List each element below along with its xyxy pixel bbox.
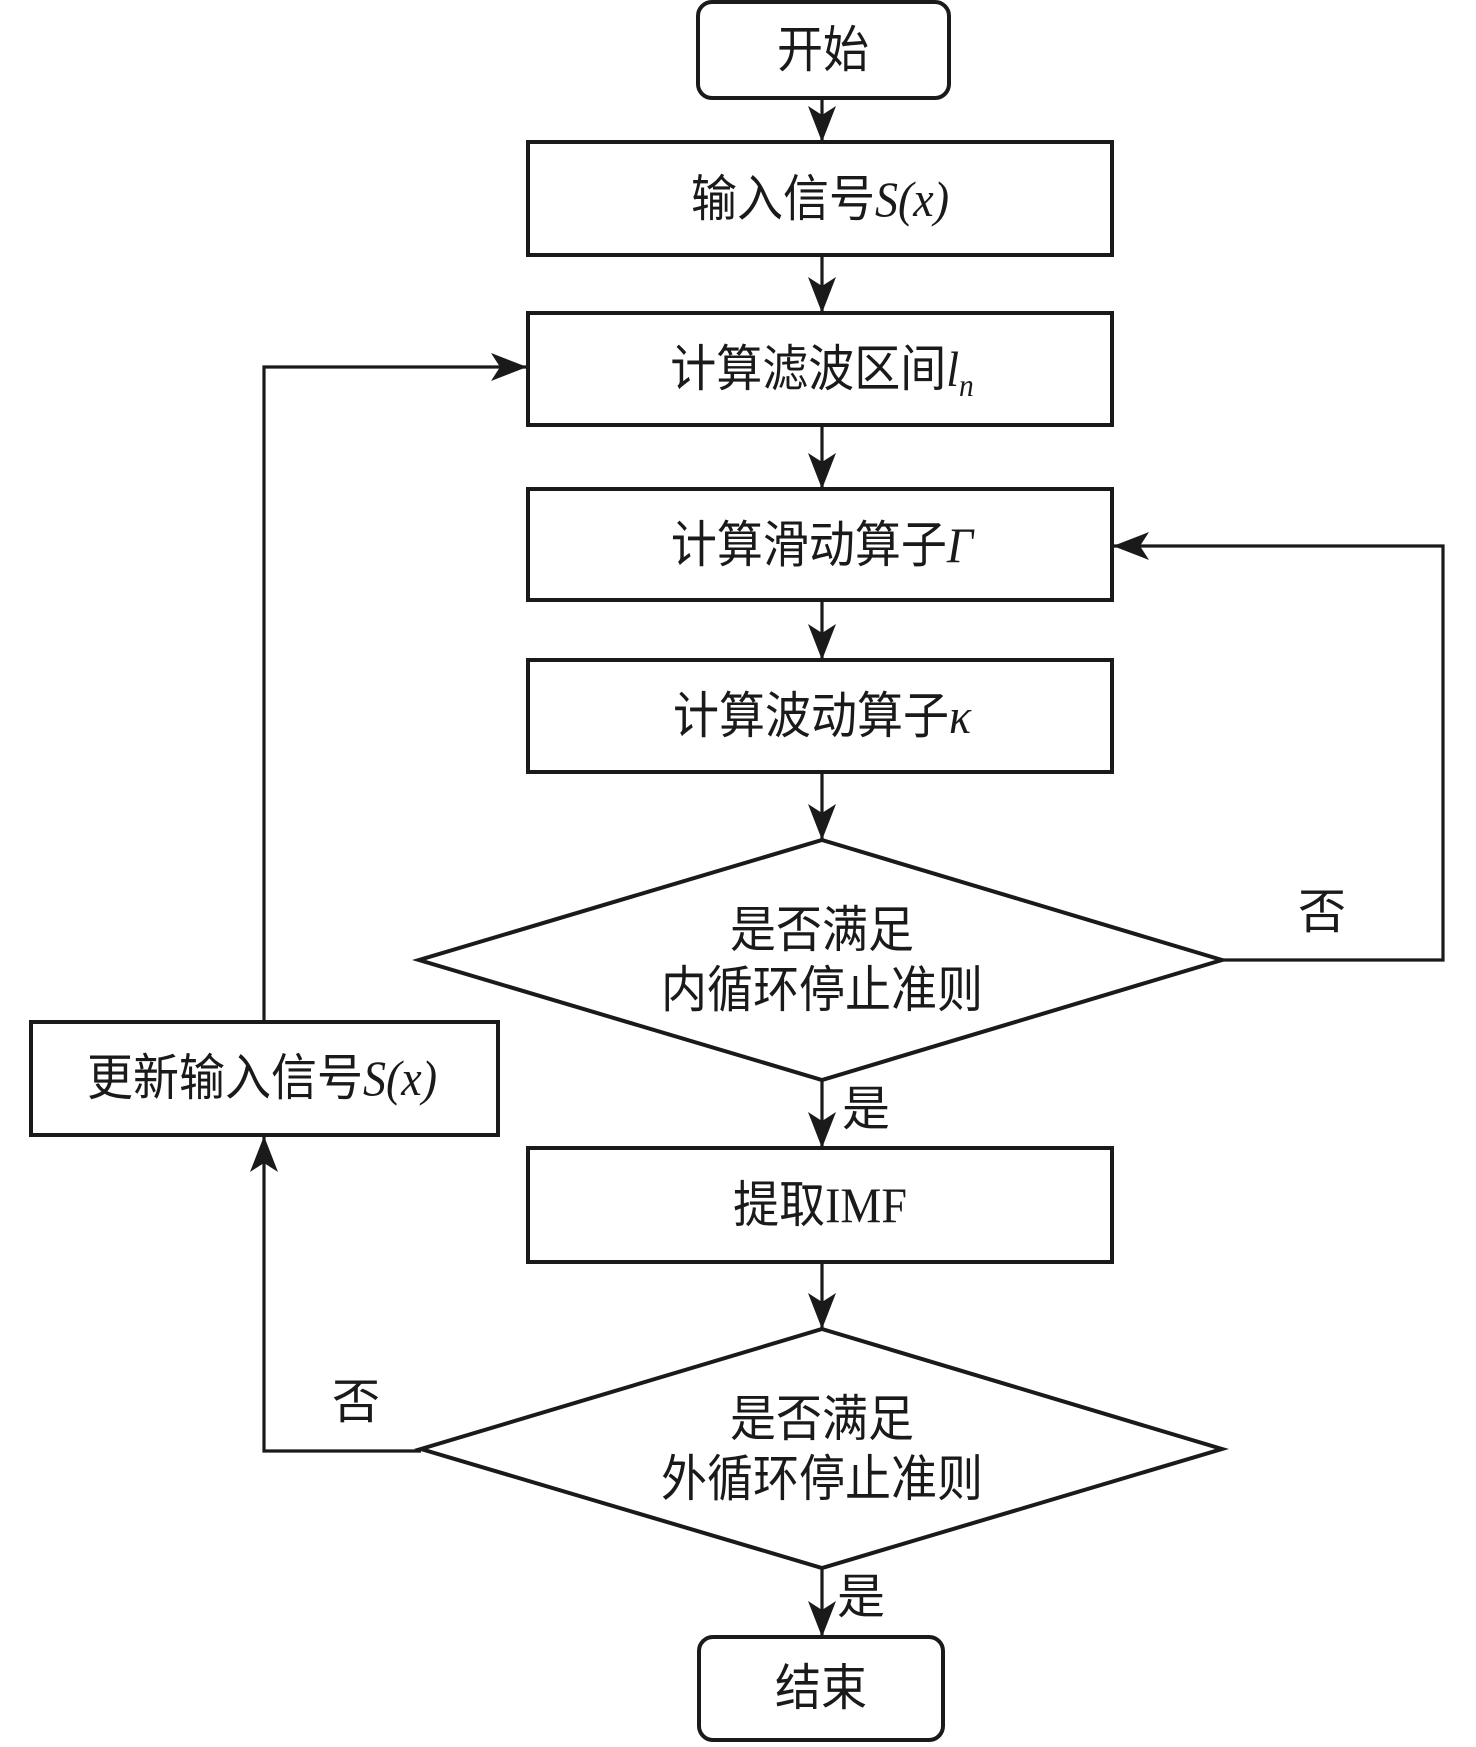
update-signal-label: 更新输入信号S(x)	[87, 1048, 437, 1108]
fluctuation-operator-text: 计算波动算子	[672, 688, 949, 744]
filter-interval-text: 计算滤波区间	[670, 341, 947, 397]
update-signal-text: 更新输入信号	[86, 1050, 363, 1106]
outer-decision-line2: 外循环停止准则	[661, 1451, 983, 1507]
outer-yes-label: 是	[836, 1571, 886, 1624]
filter-interval-box	[526, 311, 1114, 427]
input-signal-math: S(x)	[874, 171, 950, 227]
arrow-outer-no-to-update	[250, 1136, 421, 1453]
fluctuation-operator-label: 计算波动算子κ	[673, 686, 971, 746]
start-label: 开始	[777, 20, 869, 80]
fluctuation-operator-math: κ	[948, 688, 972, 744]
update-signal-math: S(x)	[362, 1050, 438, 1106]
sliding-operator-label: 计算滑动算子Γ	[671, 515, 973, 575]
filter-interval-subscript: n	[959, 367, 974, 403]
end-text: 结束	[775, 1660, 867, 1716]
inner-no-label: 否	[1297, 886, 1347, 939]
input-signal-text: 输入信号	[690, 171, 875, 227]
extract-imf-box	[526, 1146, 1114, 1264]
start-text: 开始	[777, 22, 869, 78]
extract-imf-text: 提取IMF	[733, 1177, 907, 1233]
sliding-operator-text: 计算滑动算子	[670, 517, 947, 573]
inner-decision-line2: 内循环停止准则	[661, 962, 983, 1018]
end-terminal	[697, 1635, 945, 1742]
end-label: 结束	[775, 1658, 867, 1718]
extract-imf-label: 提取IMF	[733, 1175, 907, 1235]
input-signal-box	[526, 140, 1114, 257]
inner-yes-label: 是	[841, 1083, 891, 1136]
inner-decision-line1: 是否满足	[730, 902, 914, 958]
input-signal-label: 输入信号S(x)	[691, 169, 949, 229]
update-signal-box	[29, 1020, 500, 1137]
fluctuation-operator-box	[526, 658, 1114, 774]
filter-interval-math: l	[946, 341, 960, 397]
sliding-operator-box	[526, 487, 1114, 602]
inner-decision-label: 是否满足 内循环停止准则	[661, 900, 983, 1020]
sliding-operator-math: Γ	[946, 517, 974, 573]
outer-decision-label: 是否满足 外循环停止准则	[661, 1389, 983, 1509]
outer-decision-line1: 是否满足	[730, 1391, 914, 1447]
arrow-update-to-filter	[262, 353, 527, 1022]
outer-no-label: 否	[331, 1376, 381, 1429]
arrow-inner-no-loop	[1113, 532, 1445, 962]
filter-interval-label: 计算滤波区间ln	[670, 339, 974, 401]
